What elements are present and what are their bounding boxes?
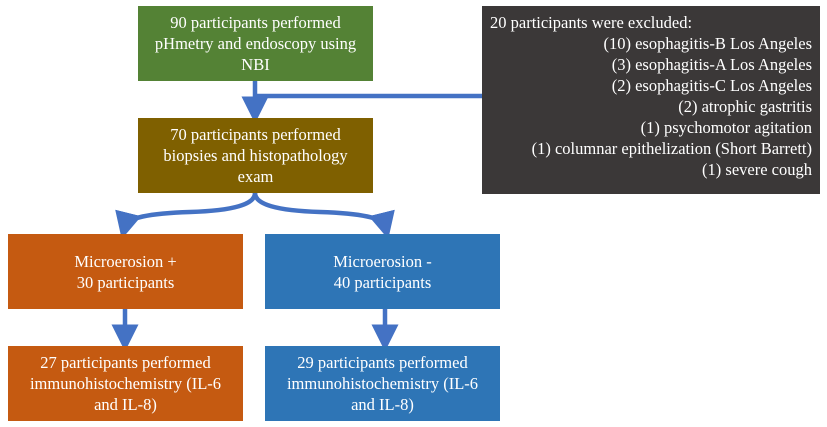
- excluded-item: (1) severe cough: [702, 160, 812, 179]
- positive-ihc-line: and IL-8): [94, 395, 157, 414]
- start-line: pHmetry and endoscopy using: [154, 34, 357, 53]
- biopsy-line: 70 participants performed: [170, 125, 341, 144]
- positive-line: Microerosion +: [74, 251, 177, 271]
- excluded-item: (2) atrophic gastritis: [678, 97, 812, 116]
- biopsy-line: biopsies and histopathology: [163, 146, 348, 165]
- negative-ihc-line: immunohistochemistry (IL-6: [286, 374, 479, 393]
- arrow-biopsy-to-negative: [252, 192, 395, 240]
- negative-ihc-line: and IL-8): [351, 395, 414, 414]
- excluded-title: 20 participants were excluded:: [490, 13, 693, 32]
- excluded-item: (1) psychomotor agitation: [640, 118, 812, 137]
- excluded-item: (1) columnar epithelization (Short Barre…: [531, 139, 812, 158]
- negative-ihc-box: 29 participants performed immunohistoche…: [265, 346, 500, 421]
- negative-ihc-line: 29 participants performed: [297, 353, 468, 372]
- biopsy-line: exam: [237, 167, 274, 186]
- arrow-biopsy-to-positive: [115, 192, 258, 240]
- positive-ihc-box: 27 participants performed immunohistoche…: [8, 346, 243, 421]
- negative-line: 40 participants: [333, 272, 432, 292]
- microerosion-negative-box: Microerosion - 40 participants: [265, 234, 500, 309]
- negative-line: Microerosion -: [333, 251, 432, 271]
- start-box: 90 participants performed pHmetry and en…: [138, 6, 373, 81]
- excluded-item: (10) esophagitis-B Los Angeles: [603, 34, 812, 53]
- excluded-box: 20 participants were excluded: (10) esop…: [482, 6, 820, 194]
- start-line: NBI: [241, 55, 270, 74]
- biopsy-box: 70 participants performed biopsies and h…: [138, 118, 373, 193]
- positive-line: 30 participants: [76, 272, 175, 292]
- excluded-item: (3) esophagitis-A Los Angeles: [611, 55, 812, 74]
- positive-ihc-line: 27 participants performed: [40, 353, 211, 372]
- positive-ihc-line: immunohistochemistry (IL-6: [29, 374, 222, 393]
- microerosion-positive-box: Microerosion + 30 participants: [8, 234, 243, 309]
- start-line: 90 participants performed: [170, 13, 341, 32]
- excluded-item: (2) esophagitis-C Los Angeles: [611, 76, 812, 95]
